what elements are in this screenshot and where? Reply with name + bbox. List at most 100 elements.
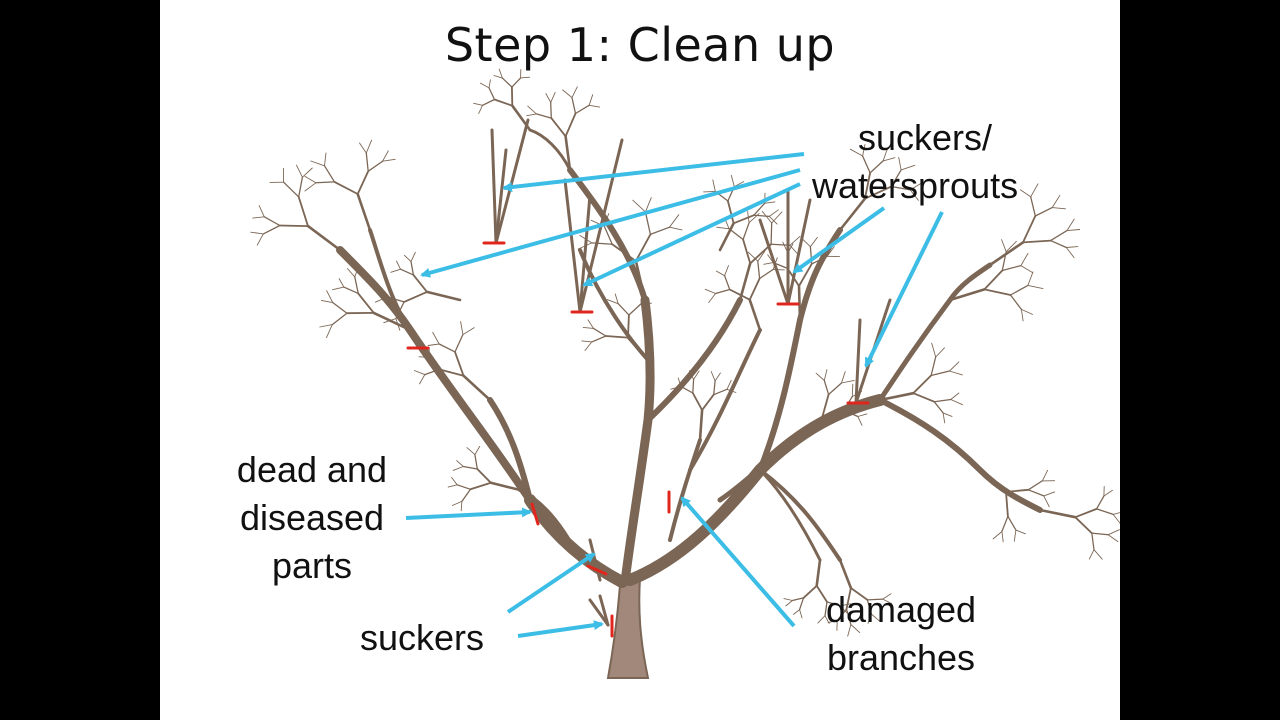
twig <box>1066 229 1081 232</box>
twig <box>1034 206 1053 217</box>
twig <box>1065 246 1079 248</box>
twig <box>983 269 1004 291</box>
twig <box>469 481 492 491</box>
twig <box>882 598 892 604</box>
twig <box>770 222 773 245</box>
arrow-watersprout-3 <box>582 182 801 287</box>
twig <box>306 224 342 252</box>
twig <box>262 224 281 235</box>
twig <box>748 298 762 332</box>
twig <box>1001 239 1007 253</box>
twig <box>354 276 359 295</box>
twig <box>823 369 828 381</box>
twig <box>826 246 835 257</box>
twig <box>793 609 801 615</box>
twig <box>757 250 766 262</box>
twig <box>714 372 721 382</box>
twig <box>301 167 313 178</box>
twig <box>1007 515 1017 531</box>
twig <box>935 347 945 358</box>
label-suckers-watersprouts: suckers/ watersprouts <box>812 114 1018 210</box>
twig <box>346 268 356 278</box>
twig <box>649 226 671 236</box>
twig <box>603 225 613 245</box>
twig <box>768 215 778 225</box>
twig <box>588 94 594 106</box>
twig <box>817 615 826 624</box>
twig <box>550 101 552 119</box>
twig <box>730 174 735 188</box>
annotation-arrows <box>405 152 944 638</box>
twig <box>838 197 867 232</box>
twig <box>1030 196 1036 217</box>
twig <box>1020 308 1033 315</box>
twig <box>1043 495 1050 508</box>
twig <box>460 321 464 336</box>
twig <box>582 326 594 329</box>
twig <box>493 75 503 79</box>
twig <box>811 255 828 265</box>
twig <box>726 388 737 393</box>
twig <box>403 290 428 303</box>
twig <box>704 288 716 294</box>
twig <box>983 288 1012 296</box>
twig <box>768 209 779 217</box>
twig <box>669 226 683 231</box>
twig <box>1019 189 1032 198</box>
twig <box>410 260 415 276</box>
twig <box>798 415 824 442</box>
twig <box>331 312 348 326</box>
twig <box>748 277 761 301</box>
twig <box>386 296 405 303</box>
twig <box>882 593 892 600</box>
twig <box>680 385 694 394</box>
twig <box>562 89 573 99</box>
twig <box>710 371 716 382</box>
twig <box>948 288 986 302</box>
twig <box>611 243 637 262</box>
twig <box>447 484 458 488</box>
twig <box>564 135 572 172</box>
twig <box>320 299 334 303</box>
twig <box>726 200 735 225</box>
twig <box>723 275 731 291</box>
arrow-damaged <box>680 496 796 628</box>
twig <box>732 214 755 225</box>
twig <box>677 377 682 387</box>
twig <box>454 333 464 353</box>
twig <box>933 398 952 403</box>
label-line: watersprouts <box>812 165 1019 206</box>
twig <box>821 409 845 418</box>
twig <box>1088 549 1095 560</box>
twig <box>380 287 388 298</box>
twig <box>798 597 805 611</box>
twig <box>1005 490 1009 518</box>
twig <box>461 488 472 503</box>
twig <box>460 500 463 512</box>
twig <box>365 139 373 154</box>
twig <box>474 445 481 456</box>
twig <box>728 288 751 301</box>
arrow-suckers-2 <box>517 620 604 638</box>
tree-twigs <box>250 68 1120 637</box>
twig <box>382 158 396 162</box>
twig <box>1091 532 1109 536</box>
twig <box>545 93 552 103</box>
twig <box>789 235 801 246</box>
twig <box>304 182 317 192</box>
twig <box>343 286 359 295</box>
twig <box>1043 491 1056 497</box>
twig <box>1027 480 1043 491</box>
twig <box>931 342 937 358</box>
twig <box>1020 265 1034 274</box>
twig <box>870 613 881 622</box>
twig <box>326 324 333 339</box>
arrow-watersprout-1 <box>502 152 805 193</box>
twig <box>315 181 336 184</box>
twig <box>715 270 726 277</box>
twig <box>1009 284 1029 296</box>
twig <box>356 170 370 195</box>
twig <box>866 599 872 615</box>
twig <box>606 299 619 305</box>
twig <box>493 98 514 107</box>
